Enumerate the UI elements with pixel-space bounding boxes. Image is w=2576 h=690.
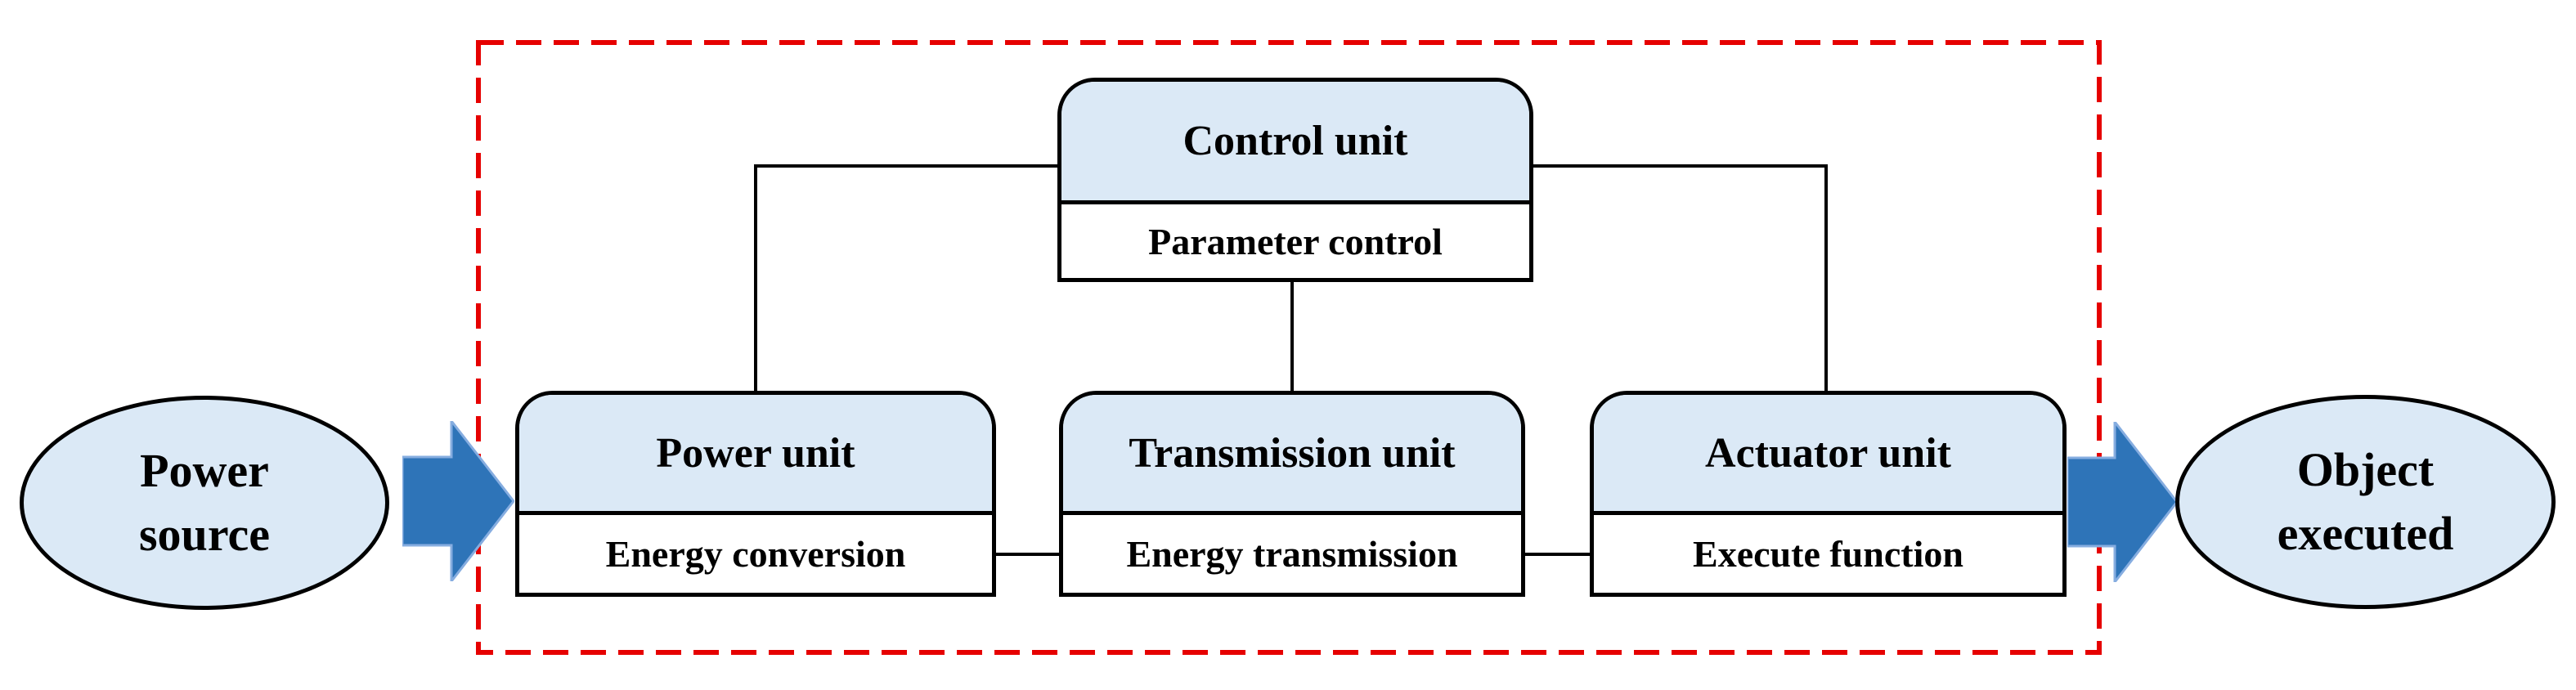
flow-arrow-right-icon bbox=[2067, 422, 2178, 582]
actuator-unit-title: Actuator unit bbox=[1705, 429, 1951, 477]
transmission-unit-subtitle: Energy transmission bbox=[1126, 533, 1458, 575]
transmission-unit-header: Transmission unit bbox=[1063, 395, 1521, 515]
control-unit-subtitle: Parameter control bbox=[1148, 220, 1443, 262]
connector-control-power-vertical bbox=[754, 164, 757, 391]
control-unit-box: Control unit Parameter control bbox=[1057, 78, 1533, 282]
actuator-unit-subsection: Execute function bbox=[1594, 515, 2062, 593]
object-executed-label-line1: Object bbox=[2296, 442, 2435, 496]
object-executed-ellipse: Object executed bbox=[2175, 395, 2556, 609]
connector-control-transmission-vertical bbox=[1290, 282, 1294, 391]
transmission-unit-box: Transmission unit Energy transmission bbox=[1059, 391, 1525, 597]
power-unit-title: Power unit bbox=[656, 429, 855, 477]
power-unit-header: Power unit bbox=[519, 395, 992, 515]
connector-control-power-horizontal bbox=[754, 164, 1057, 168]
connector-power-transmission bbox=[996, 553, 1059, 556]
flow-arrow-right-shape bbox=[2067, 422, 2178, 582]
control-unit-subsection: Parameter control bbox=[1061, 204, 1529, 278]
power-unit-subsection: Energy conversion bbox=[519, 515, 992, 593]
connector-control-actuator-horizontal bbox=[1533, 164, 1828, 168]
power-unit-subtitle: Energy conversion bbox=[605, 533, 906, 575]
flow-arrow-left-shape bbox=[402, 421, 514, 581]
power-source-ellipse: Power source bbox=[20, 396, 389, 610]
connector-control-actuator-vertical bbox=[1824, 164, 1828, 391]
connector-transmission-actuator bbox=[1525, 553, 1590, 556]
actuator-unit-header: Actuator unit bbox=[1594, 395, 2062, 515]
transmission-unit-subsection: Energy transmission bbox=[1063, 515, 1521, 593]
actuator-unit-box: Actuator unit Execute function bbox=[1590, 391, 2067, 597]
flow-arrow-left-icon bbox=[402, 421, 514, 581]
control-unit-header: Control unit bbox=[1061, 82, 1529, 204]
system-boundary-rect bbox=[476, 40, 2102, 655]
power-source-label-line1: Power bbox=[140, 443, 269, 497]
power-source-label-line2: source bbox=[138, 508, 270, 561]
actuator-unit-subtitle: Execute function bbox=[1693, 533, 1963, 575]
control-unit-title: Control unit bbox=[1183, 118, 1408, 164]
object-executed-label-line2: executed bbox=[2277, 507, 2454, 560]
power-unit-box: Power unit Energy conversion bbox=[515, 391, 996, 597]
transmission-unit-title: Transmission unit bbox=[1129, 429, 1456, 477]
system-boundary bbox=[476, 40, 2102, 655]
